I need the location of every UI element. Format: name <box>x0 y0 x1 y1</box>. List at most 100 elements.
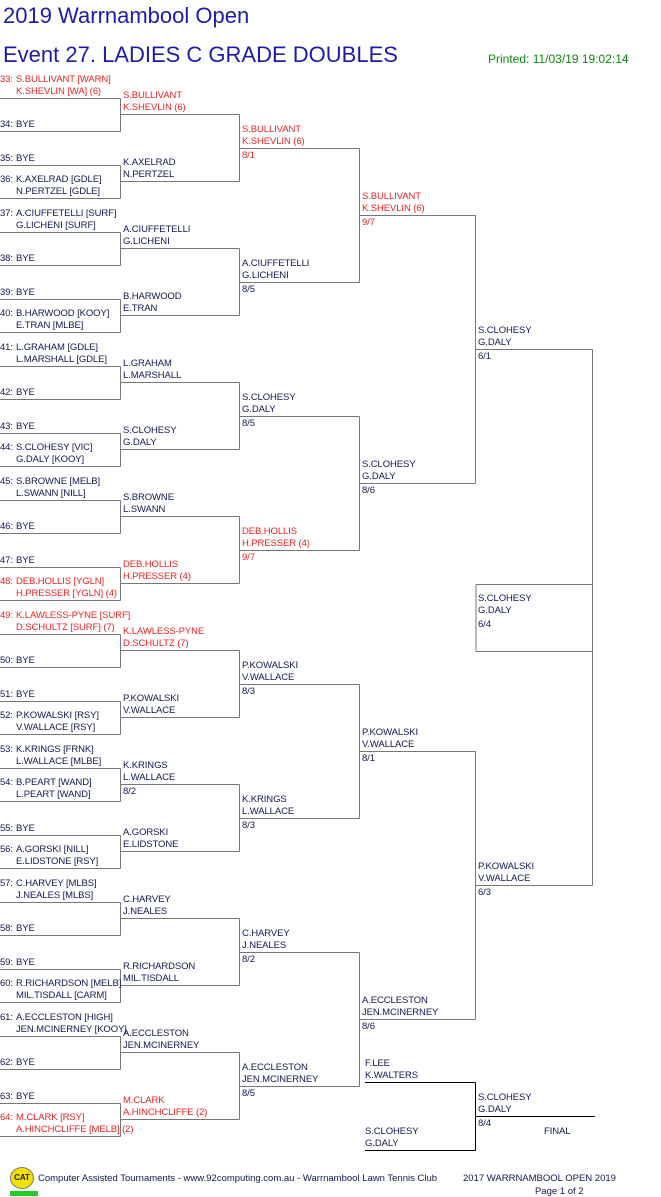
r1-entry-number: 57: <box>0 878 13 889</box>
r1-entry-player: BYE <box>16 957 35 968</box>
r3-winner-player: K.SHEVLIN (6) <box>242 136 305 147</box>
r1-entry-number: 34: <box>0 119 13 130</box>
r1-entry-number: 49: <box>0 610 13 621</box>
r2-winner-player: N.PERTZEL <box>123 169 175 180</box>
logo-bar <box>10 1191 38 1196</box>
r1-entry-player: B.PEART [WAND] <box>16 777 92 788</box>
r3-winner-score: 8/1 <box>242 149 255 161</box>
r2-winner-player: G.LICHENI <box>123 236 170 247</box>
r4-winner-player: A.ECCLESTON <box>362 995 428 1006</box>
r3-winner-player: K.KRINGS <box>242 794 287 805</box>
r3-winner-player: G.LICHENI <box>242 270 289 281</box>
r1-entry-player: C.HARVEY [MLBS] <box>16 878 97 889</box>
r1-entry-player: J.NEALES [MLBS] <box>16 890 94 901</box>
r1-entry-player: L.PEART [WAND] <box>16 789 91 800</box>
r1-entry-player: E.LIDSTONE [RSY] <box>16 856 99 867</box>
final-entry-player: G.DALY <box>365 1138 399 1149</box>
r1-entry-player: K.SHEVLIN [WA] (6) <box>16 86 101 97</box>
r4-winner-score: 8/6 <box>362 484 375 496</box>
r2-winner-player: C.HARVEY <box>123 894 171 905</box>
r1-entry-player: BYE <box>16 253 35 264</box>
footer-page: Page 1 of 2 <box>535 1186 584 1197</box>
r3-winner-player: A.ECCLESTON <box>242 1062 308 1073</box>
r4-winner-player: G.DALY <box>362 471 396 482</box>
final-label: FINAL <box>544 1126 571 1137</box>
tournament-title: 2019 Warrnambool Open <box>3 3 250 28</box>
r1-entry-player: L.GRAHAM [GDLE] <box>16 342 98 353</box>
final-winner-score: 8/4 <box>478 1117 491 1129</box>
r2-winner-player: S.CLOHESY <box>123 425 177 436</box>
r1-entry-player: BYE <box>16 119 35 130</box>
r1-entry-number: 41: <box>0 342 13 353</box>
r1-entry-number: 40: <box>0 308 13 319</box>
r1-entry-player: L.MARSHALL [GDLE] <box>16 354 107 365</box>
r1-entry-player: P.KOWALSKI [RSY] <box>16 710 99 721</box>
r3-winner-score: 8/5 <box>242 417 255 429</box>
r3-winner-player: JEN.MCINERNEY <box>242 1074 319 1085</box>
r2-winner-player: P.KOWALSKI <box>123 693 180 704</box>
r1-entry-number: 43: <box>0 421 13 432</box>
r1-entry-number: 35: <box>0 153 13 164</box>
r4-winner-player: V.WALLACE <box>362 739 415 750</box>
r2-winner-player: K.LAWLESS-PYNE <box>123 626 205 637</box>
final-entry-player: S.CLOHESY <box>365 1126 419 1137</box>
r1-entry-number: 48: <box>0 576 13 587</box>
r1-entry-player: DEB.HOLLIS [YGLN] <box>16 576 105 587</box>
r1-entry-number: 55: <box>0 823 13 834</box>
final-winner-player: G.DALY <box>478 1104 512 1115</box>
r1-entry-player: BYE <box>16 555 35 566</box>
r2-winner-player: V.WALLACE <box>123 705 176 716</box>
r5-winner-score: 6/3 <box>478 886 491 898</box>
final-entry-player: K.WALTERS <box>365 1070 418 1081</box>
r1-entry-number: 52: <box>0 710 13 721</box>
footer-event: 2017 WARRNAMBOOL OPEN 2019 <box>463 1173 616 1184</box>
r1-entry-player: S.BULLIVANT [WARN] <box>16 74 111 85</box>
r1-entry-player: H.PRESSER [YGLN] (4) <box>16 588 117 599</box>
r1-entry-player: K.KRINGS [FRNK] <box>16 744 94 755</box>
r3-winner-player: H.PRESSER (4) <box>242 538 310 549</box>
r1-entry-player: K.AXELRAD [GDLE] <box>16 174 102 185</box>
r1-entry-player: BYE <box>16 521 35 532</box>
r5-winner-player: G.DALY <box>478 337 512 348</box>
r3-winner-player: DEB.HOLLIS <box>242 526 297 537</box>
r1-entry-number: 59: <box>0 957 13 968</box>
r5-winner-player: P.KOWALSKI <box>478 861 535 872</box>
r3-winner-player: J.NEALES <box>242 940 287 951</box>
r1-entry-player: G.DALY [KOOY] <box>16 454 85 465</box>
r3-winner-score: 8/3 <box>242 685 255 697</box>
r1-entry-player: MIL.TISDALL [CARM] <box>16 990 107 1001</box>
r1-entry-player: BYE <box>16 689 35 700</box>
r2-winner-player: A.CIUFFETELLI <box>123 224 191 235</box>
r1-entry-player: BYE <box>16 287 35 298</box>
r1-entry-player: BYE <box>16 823 35 834</box>
r1-entry-number: 62: <box>0 1057 13 1068</box>
r4-winner-player: P.KOWALSKI <box>362 727 419 738</box>
r1-entry-player: A.CIUFFETELLI [SURF] <box>16 208 117 219</box>
r3-winner-player: A.CIUFFETELLI <box>242 258 310 269</box>
r4-winner-score: 8/6 <box>362 1020 375 1032</box>
r1-entry-number: 58: <box>0 923 13 934</box>
r3-winner-player: L.WALLACE <box>242 806 295 817</box>
r2-winner-player: E.TRAN <box>123 303 158 314</box>
r5-result-score: 6/4 <box>478 618 491 630</box>
r2-winner-player: J.NEALES <box>123 906 168 917</box>
cat-logo: CAT <box>10 1167 34 1189</box>
r1-entry-player: E.TRAN [MLBE] <box>16 320 84 331</box>
r1-entry-player: A.ECCLESTON [HIGH] <box>16 1012 113 1023</box>
r1-entry-player: L.WALLACE [MLBE] <box>16 756 102 767</box>
r2-winner-player: A.ECCLESTON <box>123 1028 189 1039</box>
r1-entry-player: BYE <box>16 387 35 398</box>
r2-winner-player: L.WALLACE <box>123 772 176 783</box>
r2-winner-player: A.HINCHCLIFFE (2) <box>123 1107 208 1118</box>
r1-entry-player: M.CLARK [RSY] <box>16 1112 85 1123</box>
r1-entry-player: BYE <box>16 1091 35 1102</box>
r5-result-player: G.DALY <box>478 605 512 616</box>
r3-winner-player: C.HARVEY <box>242 928 290 939</box>
r5-winner-player: V.WALLACE <box>478 873 531 884</box>
r1-entry-number: 56: <box>0 844 13 855</box>
r3-winner-player: S.CLOHESY <box>242 392 296 403</box>
r3-winner-score: 9/7 <box>242 551 255 563</box>
r1-entry-number: 64: <box>0 1112 13 1123</box>
r1-entry-player: BYE <box>16 421 35 432</box>
